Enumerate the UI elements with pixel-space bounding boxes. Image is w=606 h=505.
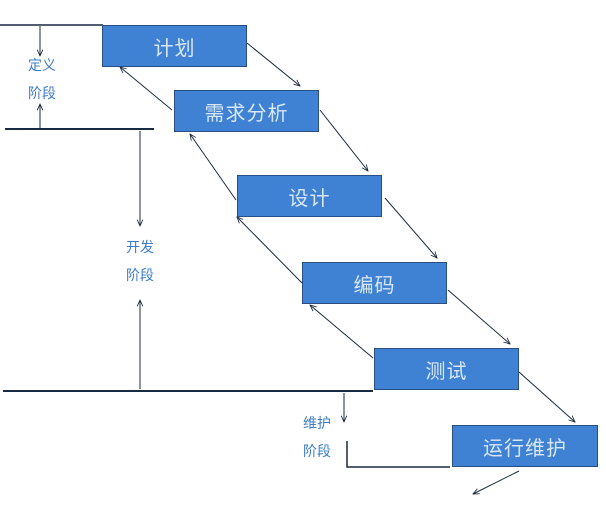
forward-arrow-4 xyxy=(447,289,510,344)
forward-arrow-3 xyxy=(384,197,437,258)
feedback-arrow-5 xyxy=(473,470,520,494)
stage-testing-label: 测试 xyxy=(425,358,468,383)
feedback-arrow-4 xyxy=(310,305,374,359)
stage-requirements: 需求分析 xyxy=(174,90,319,132)
phase-definition-label: 定义 阶段 xyxy=(28,58,56,102)
forward-arrow-2 xyxy=(319,109,368,171)
stage-plan: 计划 xyxy=(102,25,247,67)
stage-coding: 编码 xyxy=(302,262,447,304)
stage-maintenance: 运行维护 xyxy=(452,425,598,467)
stage-coding-label: 编码 xyxy=(353,272,396,297)
stage-testing: 测试 xyxy=(374,348,519,390)
feedback-arrow-1 xyxy=(120,67,173,111)
stage-requirements-label: 需求分析 xyxy=(204,100,289,125)
stage-maintenance-label: 运行维护 xyxy=(483,435,567,460)
feedback-arrow-3 xyxy=(237,217,303,284)
maintenance-bracket xyxy=(346,441,450,468)
stage-plan-label: 计划 xyxy=(153,35,196,60)
phase-development-label: 开发 阶段 xyxy=(126,240,154,284)
phase-maintenance-label: 维护 阶段 xyxy=(303,416,331,460)
feedback-arrow-2 xyxy=(190,134,237,201)
forward-arrow-1 xyxy=(246,42,300,86)
stage-design: 设计 xyxy=(237,175,382,217)
forward-arrow-5 xyxy=(518,371,575,422)
stage-design-label: 设计 xyxy=(288,185,331,210)
